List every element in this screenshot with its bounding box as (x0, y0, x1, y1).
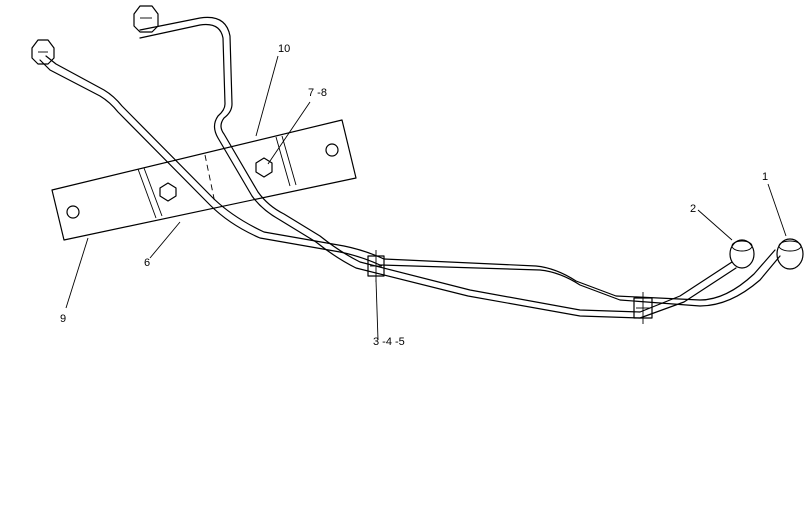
pipe-a (39, 55, 781, 307)
bracket-plate (51, 119, 357, 241)
leader-lines (65, 55, 787, 341)
clamp-center (367, 250, 385, 282)
callout-6: 6 (144, 257, 150, 269)
bracket-hole-left (66, 205, 80, 219)
clamp-right (633, 292, 653, 324)
callout-2: 2 (690, 203, 696, 215)
fitting-top-center (133, 5, 159, 33)
fitting-top-left (31, 39, 55, 65)
callout-3-4-5: 3 -4 -5 (373, 336, 405, 348)
pipe-b (139, 16, 737, 319)
hex-bolt-right (255, 157, 273, 178)
fitting-nut-2 (729, 239, 755, 269)
callout-7-8: 7 -8 (308, 87, 327, 99)
hex-bolt-left (159, 182, 177, 202)
callout-9: 9 (60, 313, 66, 325)
bracket-hole-right (325, 143, 339, 157)
callout-10: 10 (278, 43, 290, 55)
callout-1: 1 (762, 171, 768, 183)
fitting-nut-1 (776, 238, 804, 270)
